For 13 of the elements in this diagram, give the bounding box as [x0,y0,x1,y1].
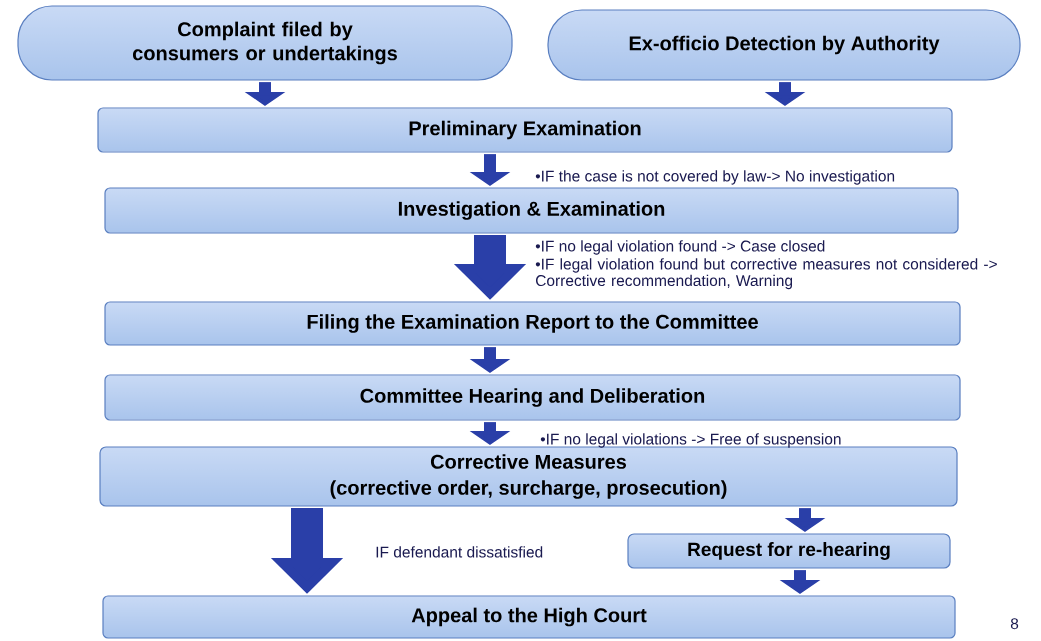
process-box: Appeal to the High Court [102,595,956,639]
process-box: Ex-officio Detection by Authority [547,9,1021,81]
process-box: Complaint filed by consumers or undertakings [17,5,513,81]
note-text: IF defendant dissatisfied [376,546,543,558]
process-box: Investigation & Examination [104,187,959,234]
note-text: •IF the case is not covered by law-> No investigation [535,170,895,185]
process-box: Preliminary Examination [97,107,953,153]
process-box: Request for re-hearing [627,533,951,569]
note-text: •IF no legal violations -> Free of suspension [540,433,841,448]
process-box: Committee Hearing and Deliberation [104,374,961,421]
note-text: •IF legal violation found but corrective measures not considered -> Corrective recommendation, Warning [535,258,997,290]
note-text: 8 [1010,618,1019,630]
process-box: Filing the Examination Report to the Committee [104,301,961,346]
